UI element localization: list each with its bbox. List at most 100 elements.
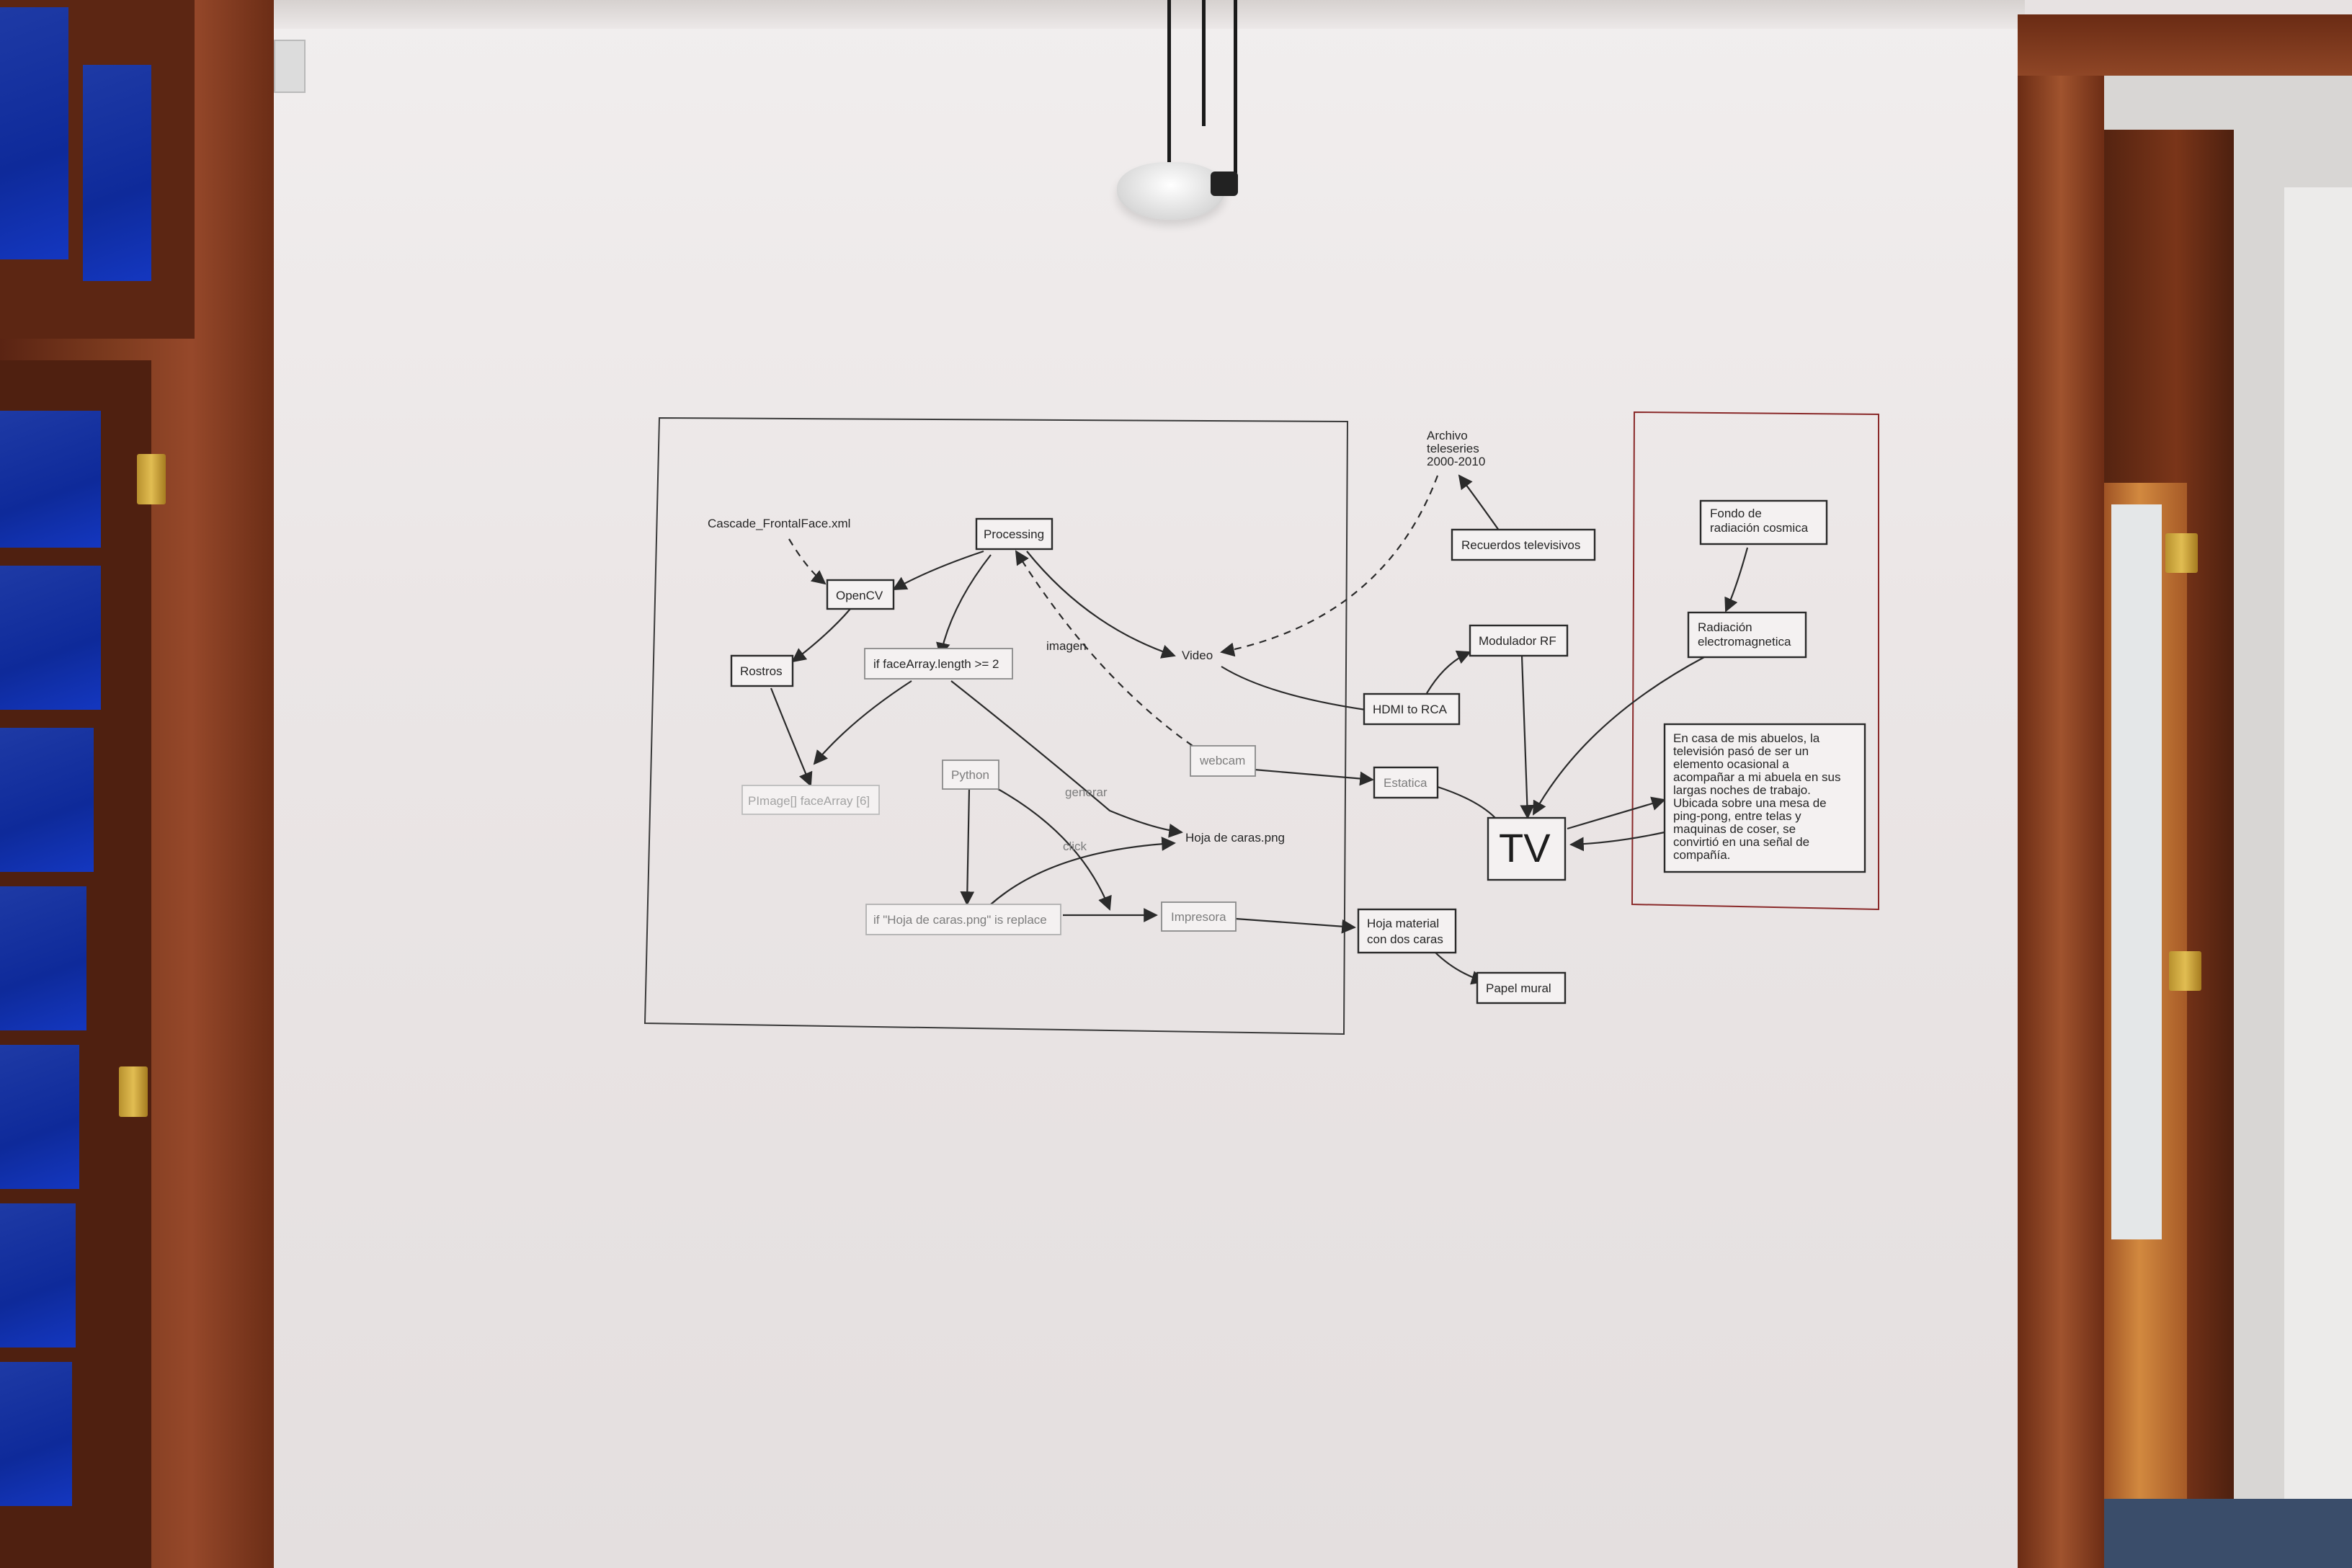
edge-processing-if: [936, 554, 992, 657]
node-video: Video: [1182, 649, 1213, 662]
node-hoja-material-1: Hoja material: [1367, 917, 1439, 930]
door-hinge: [137, 454, 166, 504]
node-estatica-box: [1373, 766, 1439, 799]
node-modulador: Modulador RF: [1479, 634, 1556, 648]
edge-label-imagen: imagen: [1046, 639, 1087, 653]
node-processing: Processing: [984, 527, 1044, 541]
edge-fondo-radiacion: [1724, 547, 1749, 612]
node-webcam-box: [1190, 745, 1256, 777]
edge-ifhoja-hojapng: [990, 837, 1176, 905]
edge-processing-video: [1026, 551, 1176, 659]
story-line: Ubicada sobre una mesa de: [1673, 796, 1827, 810]
projector-cable: [1202, 0, 1206, 126]
story-line: ping-pong, entre telas y: [1673, 809, 1801, 823]
node-webcam: webcam: [1199, 754, 1245, 767]
blue-glass-pane: [0, 1203, 76, 1348]
ceiling-projector: [1117, 162, 1225, 220]
edge-cascade-opencv: [788, 538, 827, 585]
edge-webcam-estatica: [1253, 768, 1374, 786]
edge-webcam-processing: [1015, 550, 1193, 747]
node-pimage-box: [741, 785, 880, 815]
node-papel-mural-box: [1476, 971, 1567, 1004]
node-tv: TV: [1499, 825, 1551, 870]
wall-sensor-box: [274, 40, 306, 93]
node-fondo-2: radiación cosmica: [1710, 521, 1809, 535]
inner-door-glass: [2111, 504, 2162, 1239]
edge-hdmi-modulador: [1426, 650, 1471, 694]
node-radiacion-2: electromagnetica: [1698, 635, 1791, 649]
story-box: [1663, 723, 1866, 873]
projector-lens: [1211, 172, 1238, 196]
story-line: largas noches de trabajo.: [1673, 783, 1811, 797]
diagram-right-frame: [1631, 411, 1879, 911]
node-hdmi: HDMI to RCA: [1373, 703, 1448, 716]
edge-label-click: click: [1063, 839, 1087, 853]
edge-opencv-rostros: [791, 608, 851, 663]
far-wall: [2284, 187, 2352, 1568]
edge-python-impresora: [997, 788, 1112, 911]
node-modulador-box: [1469, 624, 1569, 657]
node-pimage: PImage[] faceArray [6]: [748, 794, 870, 808]
node-opencv: OpenCV: [836, 589, 883, 602]
node-radiacion-box: [1687, 611, 1807, 659]
story-line: convirtió en una señal de: [1673, 835, 1809, 849]
node-archivo-2: teleseries: [1427, 442, 1479, 455]
edge-python-ifhoja: [960, 788, 975, 906]
node-hoja-png: Hoja de caras.png: [1185, 831, 1285, 845]
node-cascade: Cascade_FrontalFace.xml: [708, 517, 850, 530]
edge-rostros-pimage: [770, 687, 813, 787]
blue-glass-pane: [0, 411, 101, 548]
edge-story-tv: [1569, 831, 1665, 852]
story-line: acompañar a mi abuela en sus: [1673, 770, 1840, 784]
node-impresora: Impresora: [1171, 910, 1226, 924]
node-if-facearray-box: [864, 648, 1013, 680]
node-tv-box: [1487, 816, 1567, 881]
edge-video-hdmi: [1221, 666, 1366, 711]
story-line: maquinas de coser, se: [1673, 822, 1796, 836]
right-door-lintel: [2018, 14, 2352, 76]
blue-glass-pane: [0, 1045, 79, 1189]
story-line: En casa de mis abuelos, la: [1673, 731, 1820, 745]
node-opencv-box: [826, 579, 895, 610]
edge-archivo-video: [1220, 475, 1439, 657]
edge-if-hojapng: [950, 680, 1183, 838]
edge-modulador-tv: [1520, 655, 1535, 819]
edge-impresora-hojamaterial: [1235, 917, 1356, 934]
node-recuerdos: Recuerdos televisivos: [1461, 538, 1580, 552]
story-line: compañía.: [1673, 848, 1730, 862]
projector-cable: [1167, 0, 1171, 162]
node-impresora-box: [1161, 901, 1237, 932]
edge-estatica-tv: [1437, 785, 1496, 819]
node-hoja-material-box: [1357, 908, 1457, 954]
node-archivo-1: Archivo: [1427, 429, 1468, 442]
door-hinge: [2165, 533, 2198, 573]
edge-tv-story: [1567, 796, 1666, 830]
diagram-left-frame: [643, 416, 1349, 1035]
node-rostros-box: [730, 654, 794, 687]
blue-glass-pane: [0, 1362, 72, 1506]
node-if-hoja: if "Hoja de caras.png" is replace: [873, 913, 1047, 927]
story-text: En casa de mis abuelos, la televisión pa…: [1673, 731, 1840, 862]
projector-cable: [1234, 0, 1237, 173]
node-python-box: [942, 760, 999, 790]
node-hdmi-box: [1363, 692, 1461, 726]
door-hinge: [119, 1066, 148, 1117]
blue-glass-pane: [0, 7, 68, 259]
hallway-floor: [2104, 1499, 2352, 1568]
edge-radiacion-tv: [1533, 656, 1705, 816]
right-door-frame: [2018, 14, 2104, 1568]
door-hinge: [2169, 951, 2201, 991]
blue-glass-pane: [83, 65, 151, 281]
node-fondo-box: [1699, 499, 1828, 545]
node-fondo-1: Fondo de: [1710, 507, 1762, 520]
blue-glass-pane: [0, 566, 101, 710]
node-if-hoja-box: [865, 904, 1061, 935]
ceiling-edge: [259, 0, 2025, 29]
edge-if-pimage: [813, 680, 912, 765]
edge-label-generar: generar: [1065, 785, 1108, 799]
node-radiacion-1: Radiación: [1698, 620, 1752, 634]
node-python: Python: [951, 768, 989, 782]
edge-processing-opencv: [892, 550, 984, 590]
node-papel-mural: Papel mural: [1486, 981, 1551, 995]
